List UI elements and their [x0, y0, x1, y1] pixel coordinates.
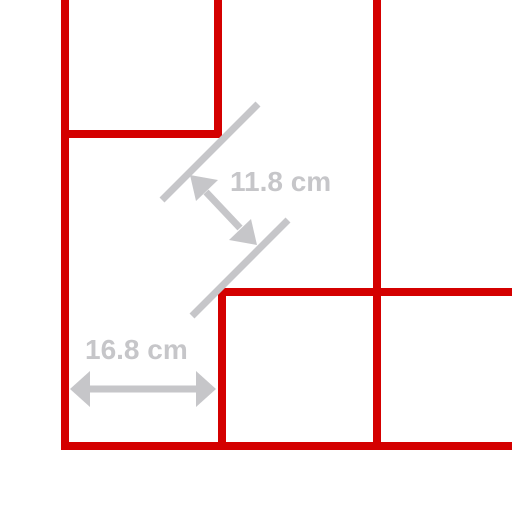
horizontal-arrowhead-right: [196, 371, 216, 407]
horizontal-dimension-label: 16.8 cm: [85, 334, 188, 365]
diagonal-dimension-label: 11.8 cm: [230, 166, 331, 197]
diagonal-dimension: [159, 101, 291, 319]
lower-extension-line: [189, 217, 291, 319]
upper-extension-line: [159, 101, 261, 203]
horizontal-dimension: [70, 371, 216, 407]
horizontal-arrowhead-left: [70, 371, 90, 407]
upper-hall-interior: [222, 0, 373, 288]
wall-lines: [61, 0, 512, 450]
diagonal-arrowhead-lower: [229, 219, 257, 245]
diagonal-arrowhead-upper: [190, 175, 218, 201]
diagonal-arrow-shaft: [203, 189, 243, 231]
